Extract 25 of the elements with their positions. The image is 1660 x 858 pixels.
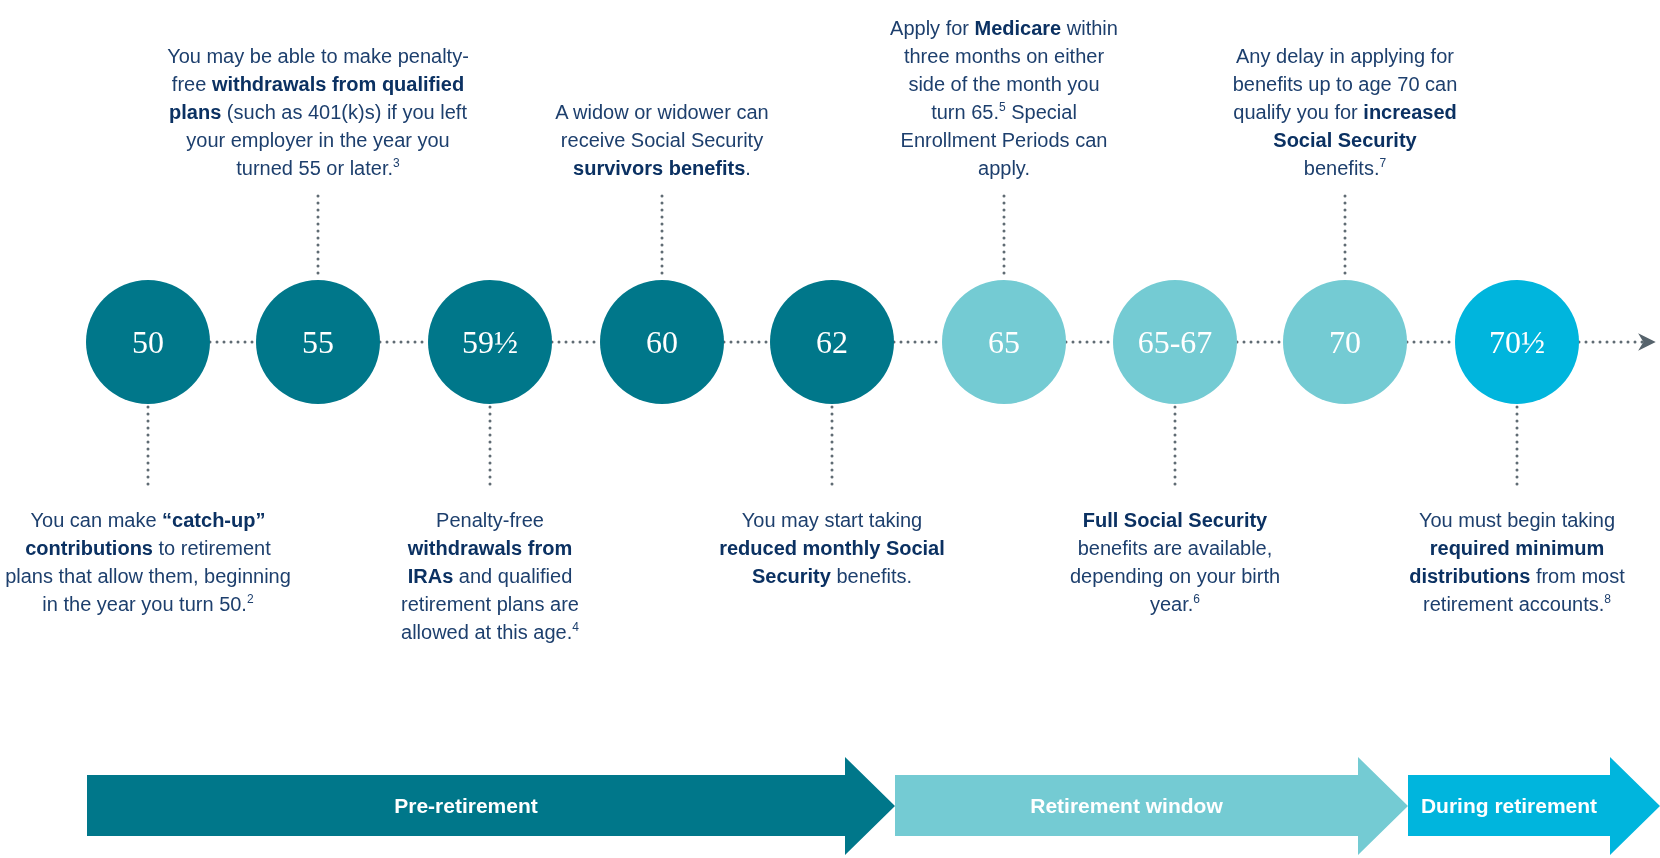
timeline-arrow <box>1577 333 1657 351</box>
callout-text: A widow or widower can receive Social Security survivors benefits. <box>542 98 782 196</box>
callout-text: You can make “catch-up” contributions to retirement plans that allow them, beginning in the year you turn 50.$^{2}$ <box>3 484 293 618</box>
age-circle: 65 <box>942 280 1066 404</box>
age-circle: 60 <box>600 280 724 404</box>
callout-text: You must begin taking required minimum distributions from most retirement accounts.$^{8}$ <box>1387 484 1647 618</box>
age-circle: 65-67 <box>1113 280 1237 404</box>
age-circle: 70 <box>1283 280 1407 404</box>
age-circle: 55 <box>256 280 380 404</box>
phase-band <box>895 757 1408 855</box>
callout-text: Any delay in applying for benefits up to age 70 can qualify you for increased Social Security benefits.$^{7}$ <box>1230 42 1460 196</box>
callout-text: Apply for Medicare within three months on either side of the month you turn 65.$^{5}$ Special Enrollment Periods can apply. <box>889 14 1119 196</box>
age-circle: 59½ <box>428 280 552 404</box>
callout-text: Full Social Security benefits are available, depending on your birth year.$^{6}$ <box>1050 484 1300 618</box>
phase-label: Pre-retirement <box>393 792 539 819</box>
phase-band <box>1408 757 1660 855</box>
phase-band <box>87 757 895 855</box>
age-circle: 50 <box>86 280 210 404</box>
callout-text: You may start taking reduced monthly Social Security benefits. <box>712 484 952 590</box>
callout-text: Penalty-free withdrawals from IRAs and qualified retirement plans are allowed at this age.$^{4}$ <box>390 484 590 646</box>
age-circle: 70½ <box>1455 280 1579 404</box>
callout-text: You may be able to make penalty-free withdrawals from qualified plans (such as 401(k)s) if you left your employer in the year you turned 55 or later.$^{3}$ <box>158 42 478 196</box>
phase-label: During retirement <box>1419 792 1599 819</box>
phase-label: Retirement window <box>1029 792 1224 819</box>
age-circle: 62 <box>770 280 894 404</box>
